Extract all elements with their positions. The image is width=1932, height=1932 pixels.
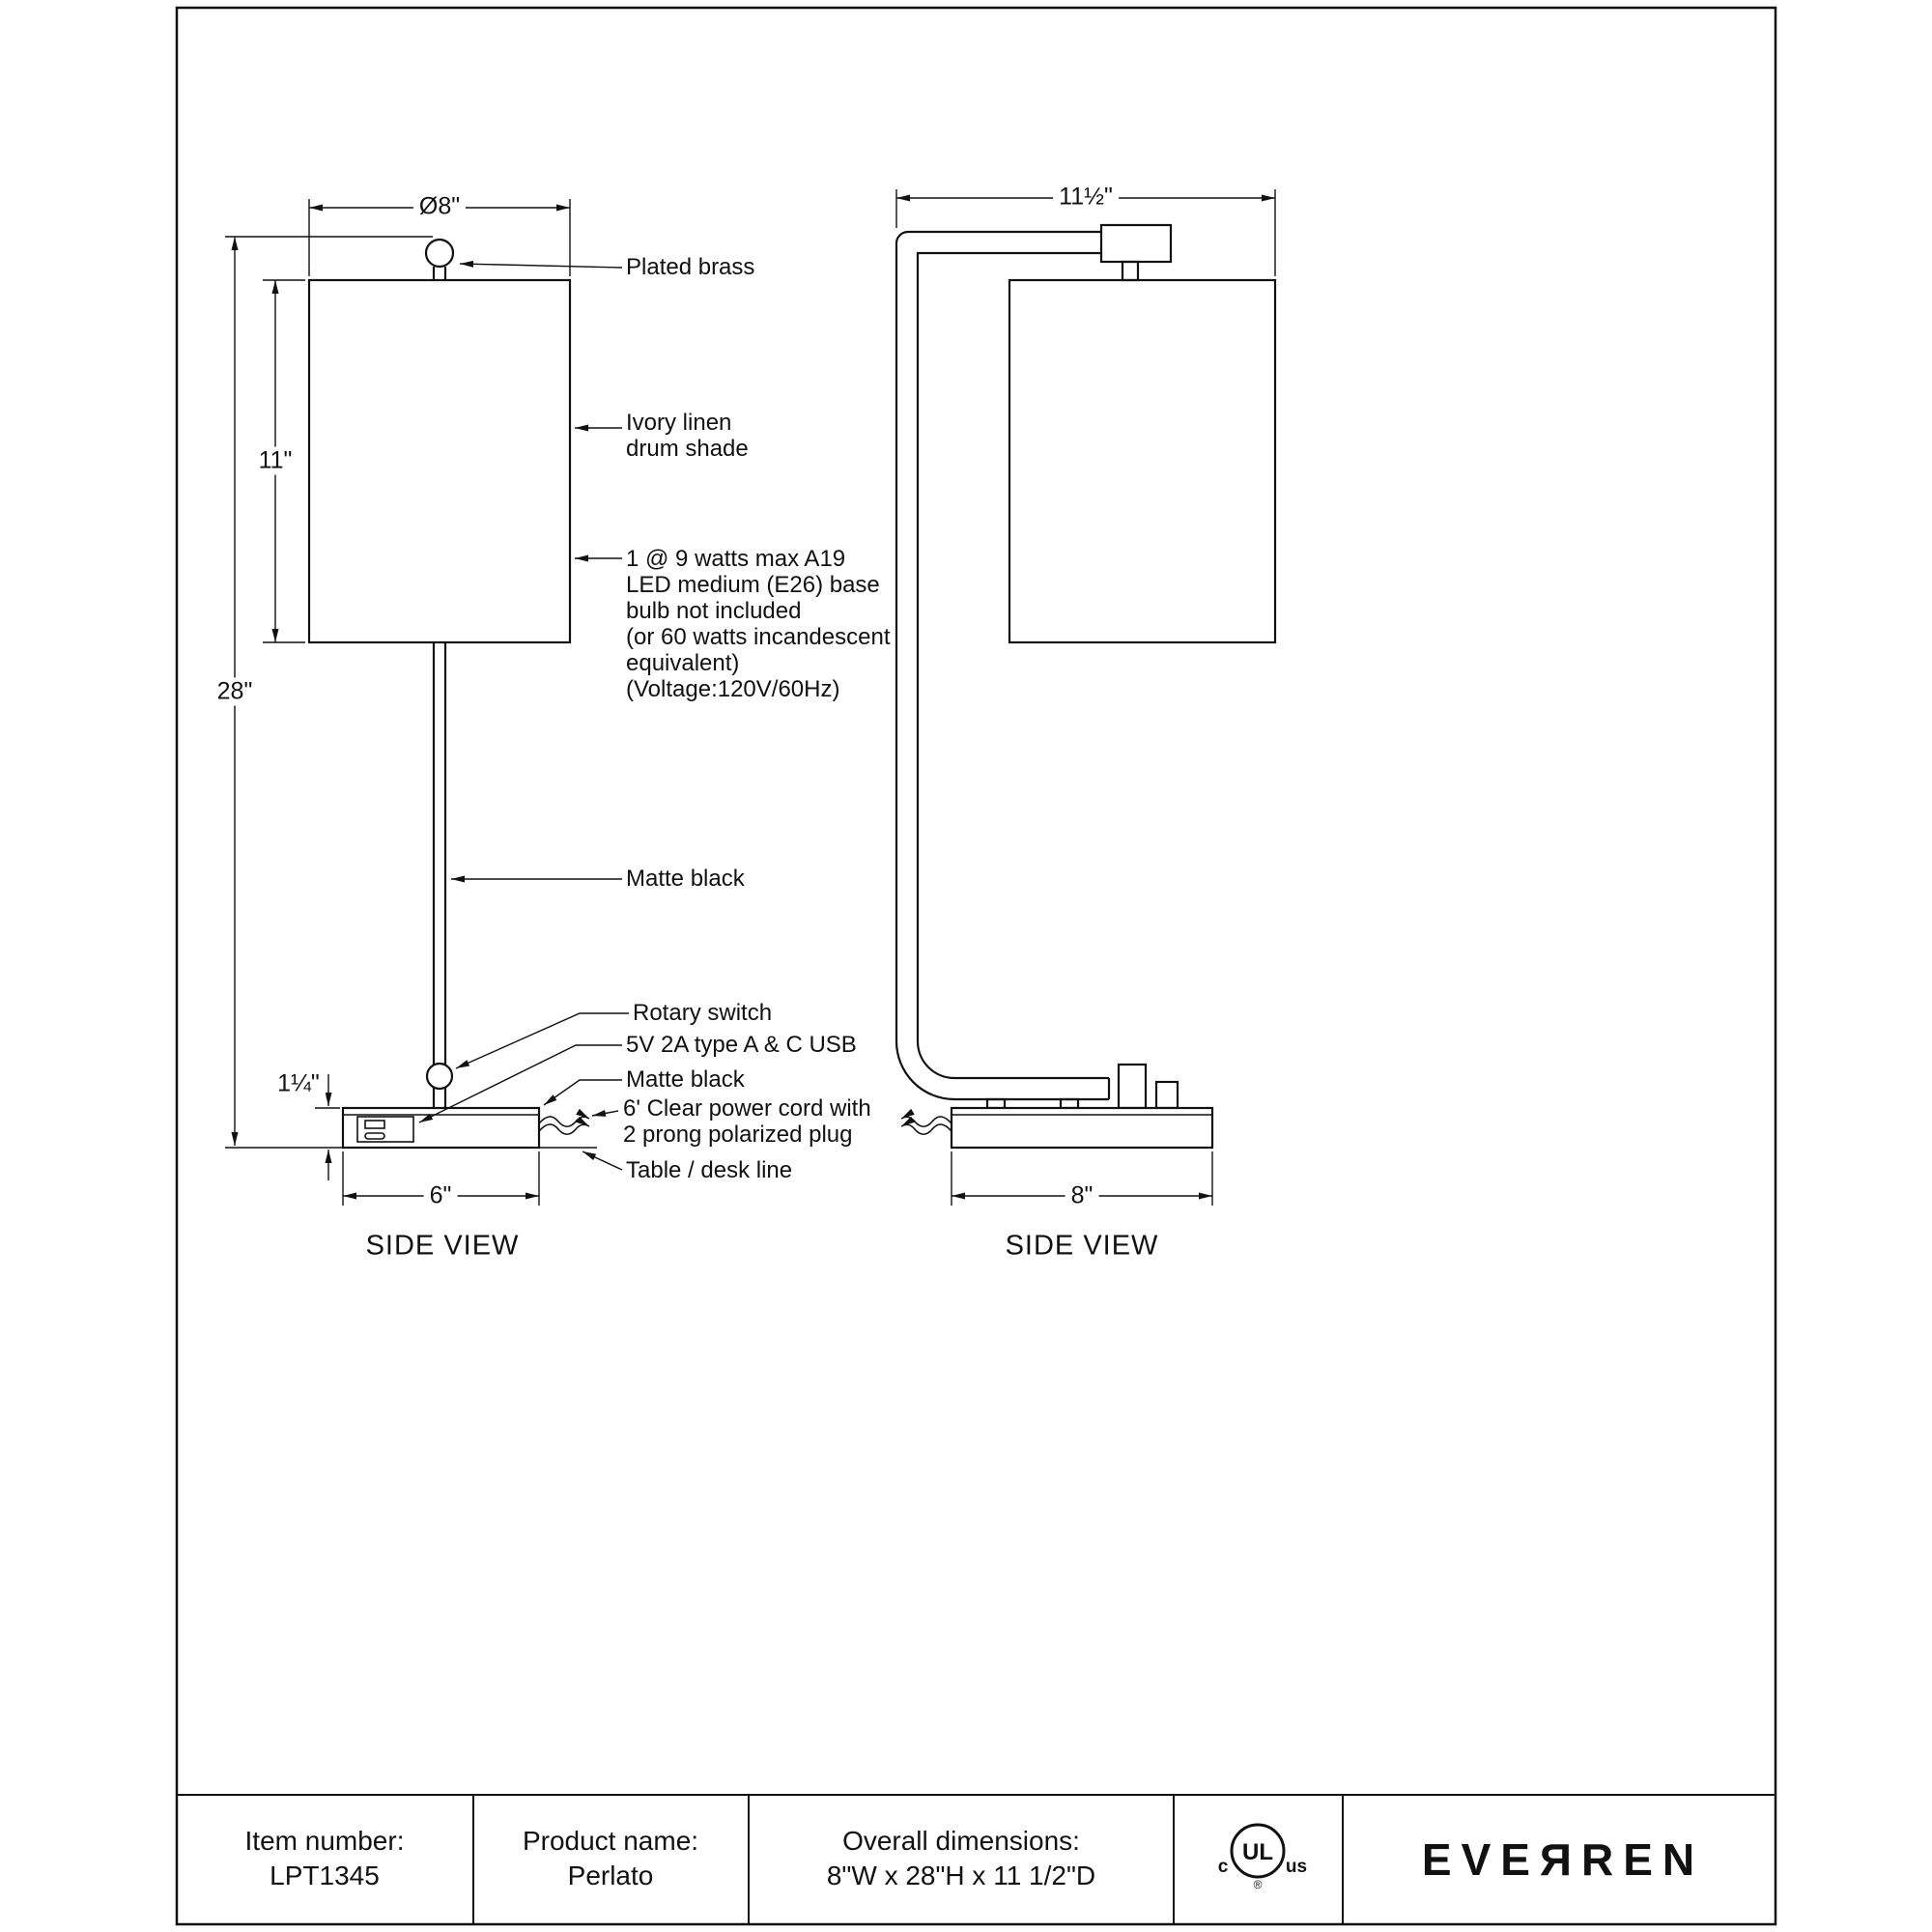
annotation-bulb: 1 @ 9 watts max A19 LED medium (E26) bas… — [626, 546, 891, 702]
overall-dimensions-label: Overall dimensions: — [842, 1826, 1080, 1856]
dim-base-depth: 8" — [1065, 1181, 1099, 1210]
ul-certification-mark: UL c us ® — [1218, 1823, 1307, 1891]
power-cord-side — [900, 1108, 952, 1136]
left-leader-lines — [418, 260, 629, 1171]
brand-logo: EVEЯREN — [1421, 1834, 1705, 1885]
product-name-label: Product name: — [522, 1826, 699, 1856]
annotation-stem-matte-black: Matte black — [626, 866, 745, 892]
annotation-plated-brass: Plated brass — [626, 254, 755, 280]
annotation-rotary-switch: Rotary switch — [633, 1000, 773, 1026]
dim-overall-depth: 11½" — [1053, 183, 1119, 212]
dim-base-height: 1¼" — [271, 1069, 326, 1098]
left-lamp-drawing — [225, 238, 597, 1150]
drum-shade — [307, 278, 572, 644]
dim-overall-height: 28" — [211, 677, 259, 706]
ul-mark-registered: ® — [1254, 1878, 1263, 1891]
rotary-switch-side — [1154, 1080, 1179, 1110]
dim-shade-height: 11" — [252, 446, 298, 475]
ul-mark-c: c — [1218, 1857, 1229, 1877]
drum-shade-side — [1008, 278, 1277, 644]
title-block-frame — [177, 1794, 1776, 1924]
lamp-arm — [895, 230, 1101, 1041]
item-number-label: Item number: — [244, 1826, 405, 1856]
arm-end-cap — [1099, 223, 1173, 264]
left-dimension-lines — [225, 199, 571, 1206]
right-view-caption: SIDE VIEW — [1005, 1230, 1159, 1262]
usb-port — [356, 1116, 414, 1143]
dim-shade-diameter: Ø8" — [412, 192, 467, 221]
sheet-frame — [175, 6, 1777, 1926]
item-number-value: LPT1345 — [270, 1861, 380, 1890]
left-view-caption: SIDE VIEW — [365, 1230, 520, 1262]
annotation-desk-line: Table / desk line — [626, 1157, 793, 1183]
right-dimension-lines — [895, 189, 1276, 1206]
annotation-power-cord: 6' Clear power cord with 2 prong polariz… — [623, 1095, 871, 1148]
annotation-shade: Ivory linen drum shade — [626, 410, 749, 462]
rotary-switch-knob — [425, 1062, 454, 1091]
annotation-usb: 5V 2A type A & C USB — [626, 1032, 857, 1058]
power-cord — [538, 1108, 590, 1136]
lamp-base-side — [950, 1106, 1214, 1150]
dim-base-width: 6" — [423, 1181, 458, 1210]
annotation-base-matte-black: Matte black — [626, 1066, 745, 1093]
ul-mark-us: us — [1286, 1857, 1307, 1877]
finial-ball — [424, 238, 455, 269]
overall-dimensions-value: 8"W x 28"H x 11 1/2"D — [826, 1861, 1096, 1890]
product-name-value: Perlato — [567, 1861, 654, 1890]
ul-mark-text: UL — [1242, 1839, 1273, 1865]
usb-module-side — [1117, 1063, 1148, 1110]
right-lamp-drawing — [895, 223, 1277, 1150]
